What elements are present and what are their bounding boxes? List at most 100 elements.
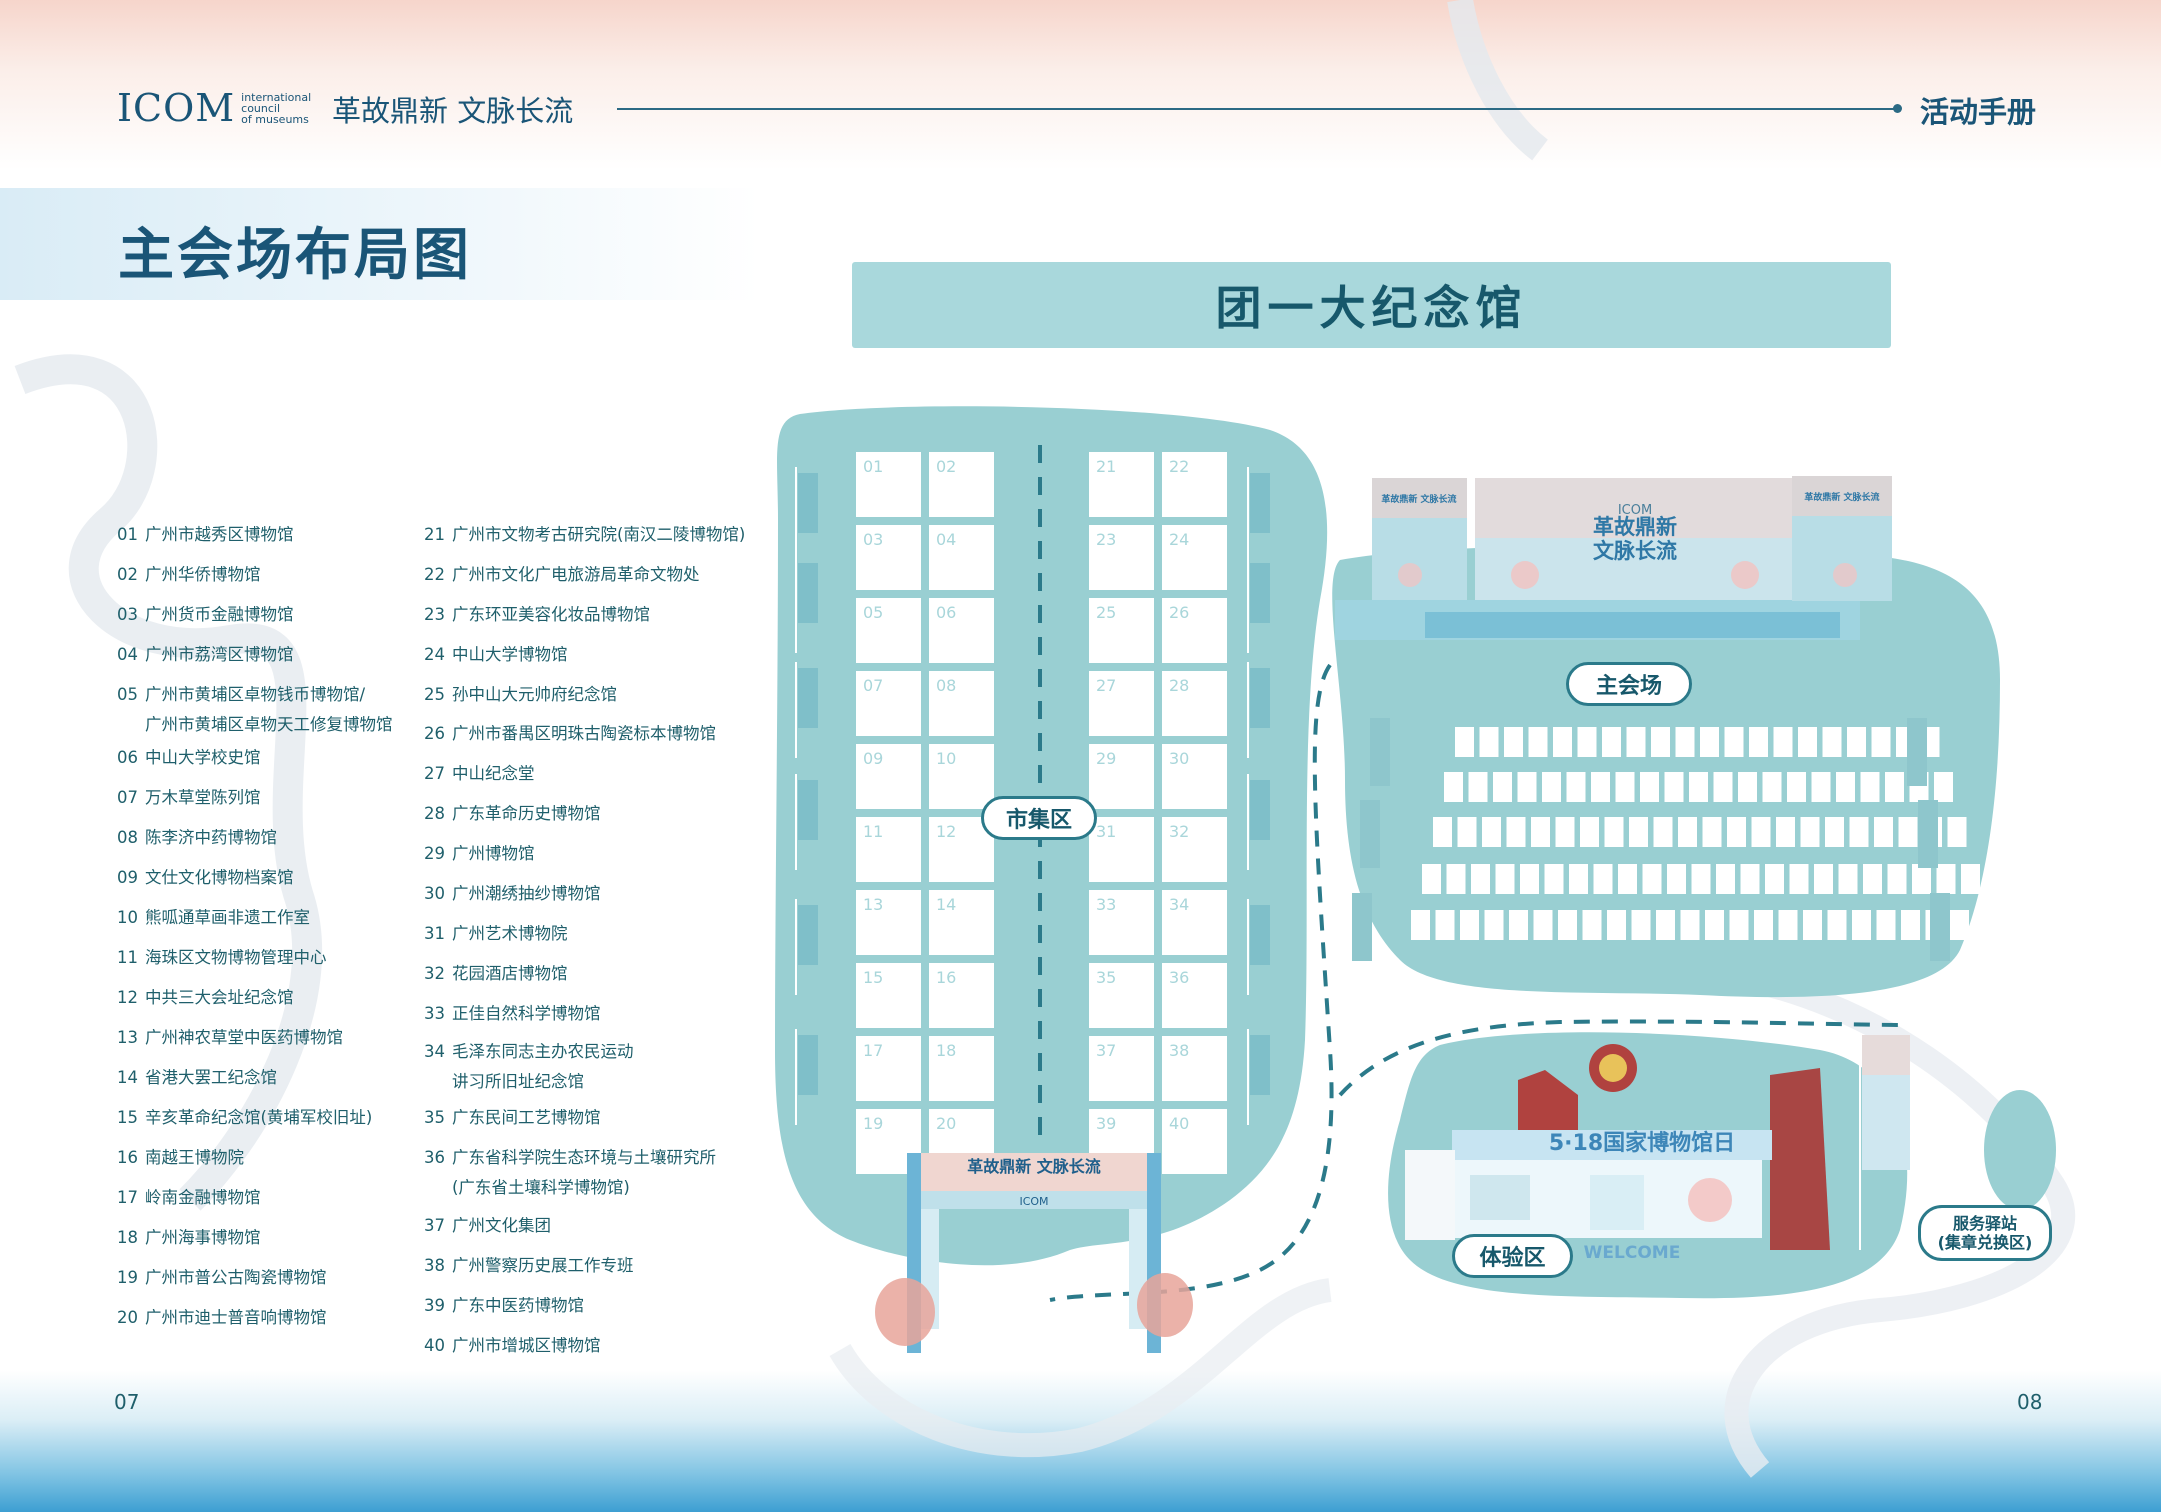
stage-title-line2: 文脉长流 [1593, 539, 1677, 563]
flag-banner [798, 668, 818, 728]
booth-number: 33 [1096, 895, 1116, 914]
zone-label-market: 市集区 [981, 796, 1097, 840]
legend-number: 24 [424, 645, 445, 664]
legend-name-continued: (广东省土壤科学博物馆) [452, 1178, 630, 1197]
booth-number: 32 [1169, 822, 1189, 841]
flag-banner [798, 780, 818, 840]
chair [1484, 910, 1504, 940]
chair [1740, 864, 1760, 894]
booth-number: 19 [863, 1114, 883, 1133]
gate-title: 革故鼎新 文脉长流 [967, 1157, 1101, 1176]
booth-number: 16 [936, 968, 956, 987]
chair [1468, 772, 1488, 802]
legend-name: 广州艺术博物院 [452, 924, 568, 943]
legend-name: 广东环亚美容化妆品博物馆 [452, 605, 650, 624]
booth-number: 21 [1096, 457, 1116, 476]
legend-number: 22 [424, 565, 445, 584]
legend-number: 04 [117, 645, 138, 664]
chair [1800, 817, 1820, 847]
gate-logo: ICOM [1019, 1195, 1048, 1208]
booth [929, 963, 994, 1028]
chair [1754, 910, 1773, 940]
chair [1773, 727, 1793, 757]
booth [929, 452, 994, 517]
chair [1874, 817, 1893, 847]
page-title: 主会场布局图 [118, 223, 472, 288]
chair [1566, 772, 1586, 802]
booth [856, 817, 921, 882]
legend-name: 广州货币金融博物馆 [145, 605, 294, 624]
legend-number: 16 [117, 1148, 138, 1167]
legend-number: 12 [117, 988, 138, 1007]
stage-side-title-left: 革故鼎新 文脉长流 [1381, 493, 1456, 505]
walking-path [1338, 1019, 1906, 1097]
legend-name: 广东民间工艺博物馆 [452, 1108, 601, 1127]
booth [929, 598, 994, 663]
legend-number: 01 [117, 525, 138, 544]
chair [1811, 772, 1831, 802]
chair [1716, 864, 1735, 894]
flag-banner [1250, 563, 1270, 623]
booth-number: 05 [863, 603, 883, 622]
booth [1162, 671, 1227, 736]
legend-number: 14 [117, 1068, 138, 1087]
legend-name: 广州市番禺区明珠古陶瓷标本博物馆 [452, 724, 716, 743]
booth-number: 24 [1169, 530, 1189, 549]
chair [1885, 772, 1904, 802]
booth-number: 08 [936, 676, 956, 695]
chair [1504, 727, 1523, 757]
booth [929, 671, 994, 736]
legend-number: 38 [424, 1256, 445, 1275]
legend-name: 广州博物馆 [452, 844, 535, 863]
chair [1577, 727, 1597, 757]
chair [1509, 910, 1528, 940]
booth-number: 15 [863, 968, 883, 987]
flag-banner [1250, 1035, 1270, 1095]
chair [1422, 864, 1441, 894]
booth-number: 25 [1096, 603, 1116, 622]
legend-name: 广州市普公古陶瓷博物馆 [145, 1268, 327, 1287]
legend-name: 南越王博物院 [145, 1148, 244, 1167]
legend-name: 广州市文物考古研究院(南汉二陵博物馆) [452, 525, 746, 544]
chair [1827, 910, 1847, 940]
chair [1822, 727, 1842, 757]
chair [1495, 864, 1515, 894]
booth-number: 17 [863, 1041, 883, 1060]
stage-logo: ICOM [1618, 503, 1652, 518]
chair [1435, 910, 1455, 940]
legend-name: 广州市荔湾区博物馆 [145, 645, 294, 664]
chair [1618, 864, 1637, 894]
chair [1642, 864, 1662, 894]
flag-banner [798, 1035, 818, 1095]
legend-number: 03 [117, 605, 138, 624]
chair [1738, 772, 1757, 802]
booth-number: 37 [1096, 1041, 1116, 1060]
flag-banner [798, 473, 818, 533]
icom-logo-line: international [241, 90, 312, 104]
chair [1936, 864, 1956, 894]
pavilion-title: 5·18国家博物馆日 [1549, 1130, 1735, 1156]
chair [1776, 817, 1795, 847]
icom-logo-subtitle: international council of museums [241, 92, 311, 125]
chair [1675, 727, 1695, 757]
legend-name: 广州市越秀区博物馆 [145, 525, 294, 544]
legend-number: 37 [424, 1216, 445, 1235]
flag-banner [1250, 668, 1270, 728]
stage-title-line1: 革故鼎新 [1593, 515, 1677, 539]
booth-number: 11 [863, 822, 883, 841]
legend-name: 中山大学校史馆 [145, 748, 261, 767]
chair [1860, 772, 1880, 802]
